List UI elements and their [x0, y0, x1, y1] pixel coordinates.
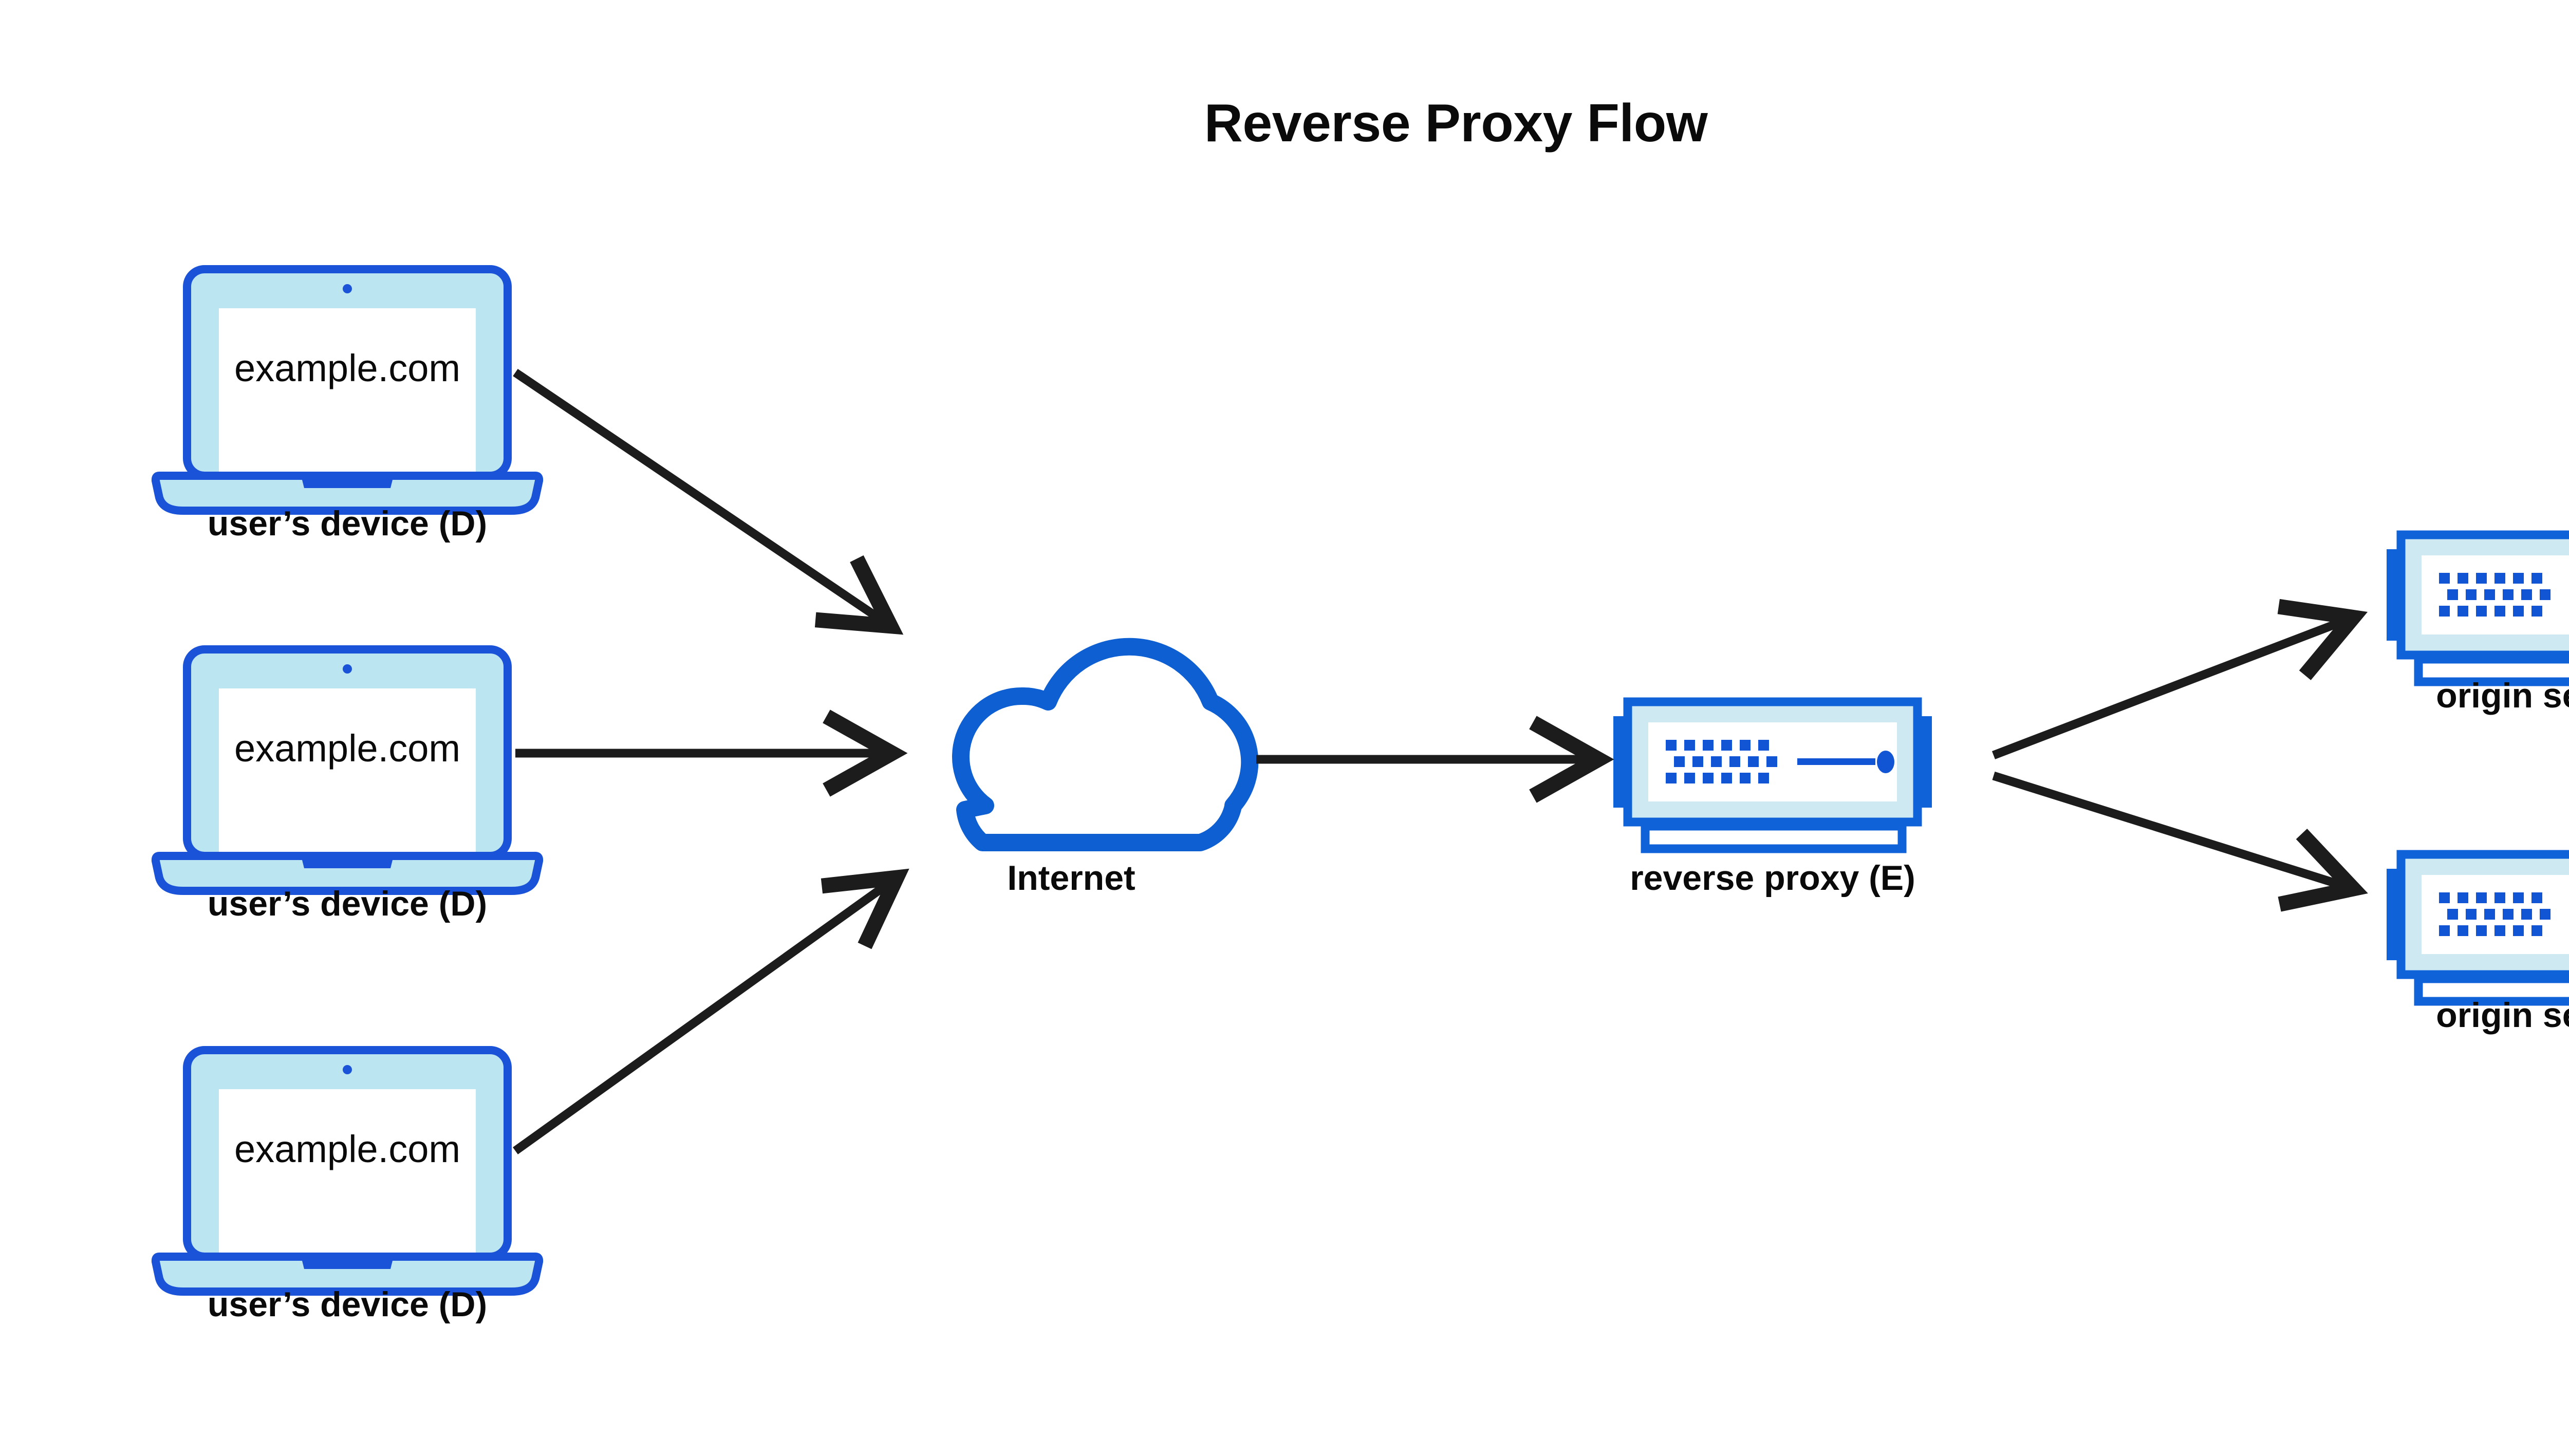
laptop-icon-device-3: [156, 1050, 539, 1292]
arrow-reverse-proxy-to-origin2: [1992, 771, 2368, 912]
server-icon-origin-2: [2387, 854, 2569, 1001]
server-icon-reverse-proxy: [1613, 702, 1932, 849]
server-icon-origin-1: [2387, 535, 2569, 682]
node-label-device-1: user’s device (D): [207, 504, 488, 543]
node-label-origin-1: origin server (F): [2436, 676, 2569, 715]
cloud-icon-internet: [961, 647, 1250, 843]
arrow-reverse-proxy-to-origin1: [1991, 599, 2368, 759]
laptop-icon-device-2: [156, 649, 539, 891]
laptop-icon-device-1: [156, 269, 539, 511]
screen-text-device-1: example.com: [234, 347, 461, 389]
page-title: Reverse Proxy Flow: [1204, 94, 1708, 153]
node-label-device-2: user’s device (D): [207, 884, 488, 923]
node-label-internet: Internet: [1007, 858, 1135, 898]
arrow-device1-to-internet: [513, 368, 904, 635]
screen-text-device-3: example.com: [234, 1128, 461, 1170]
node-label-device-3: user’s device (D): [207, 1285, 488, 1324]
node-label-origin-2: origin server (F): [2436, 996, 2569, 1035]
arrow-device3-to-internet: [513, 868, 909, 1154]
node-label-reverse-proxy: reverse proxy (E): [1630, 858, 1915, 898]
screen-text-device-2: example.com: [234, 727, 461, 770]
